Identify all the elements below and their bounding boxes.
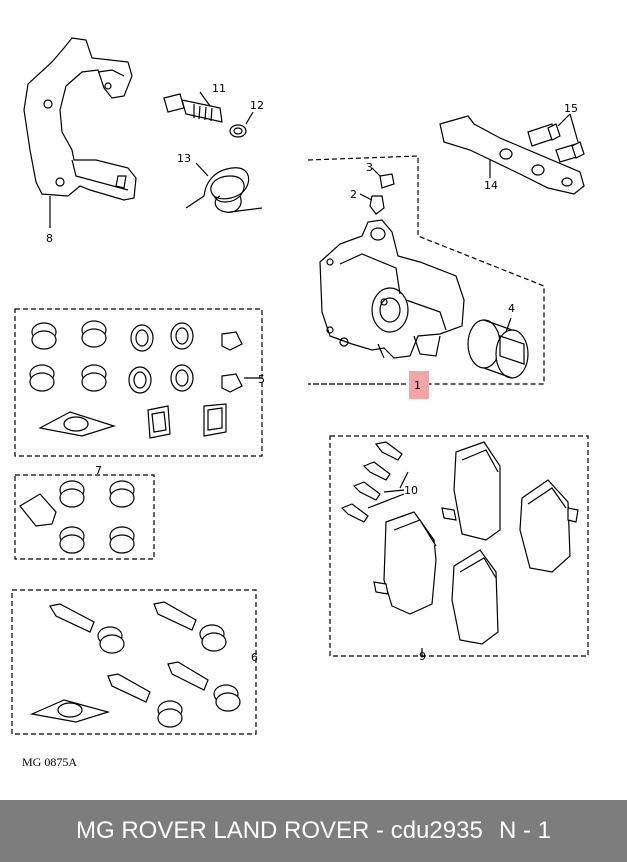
guide-pin-kit-group-box	[11, 589, 257, 735]
brake-pad-center-bottom	[451, 549, 499, 645]
callout-labels: 1 2 3 4 5 6 7 8 9 10 11 12 13 14 15 MG 0…	[22, 82, 578, 769]
callout-9: 9	[419, 650, 426, 663]
callout-3: 3	[366, 161, 373, 174]
parts-diagram: 1 2 3 4 5 6 7 8 9 10 11 12 13 14 15 MG 0…	[11, 37, 589, 769]
callout-7: 7	[95, 464, 102, 477]
callout-6: 6	[251, 651, 258, 664]
bleed-cap-part-3	[371, 167, 395, 189]
caliper-group-outline	[307, 155, 545, 385]
callout-8: 8	[46, 232, 53, 245]
carrier-bracket-part	[23, 37, 137, 228]
callout-12: 12	[250, 99, 264, 112]
bolts-part-15	[527, 113, 585, 163]
callout-13: 13	[177, 152, 191, 165]
brake-pad-right	[519, 479, 579, 573]
callout-14: 14	[484, 179, 498, 192]
footer-title: MG ROVER LAND ROVER - cdu2935	[76, 817, 483, 844]
callout-15: 15	[564, 102, 578, 115]
spring-part-13	[185, 162, 263, 213]
callout-1: 1	[414, 379, 421, 392]
guide-pin-kit-parts	[29, 601, 241, 728]
brake-pad-left	[373, 511, 437, 615]
mounting-plate-part-14	[439, 115, 585, 195]
callout-5: 5	[258, 373, 265, 386]
callout-4: 4	[508, 302, 515, 315]
callout-1-highlight	[409, 371, 429, 399]
boot-kit-parts	[19, 480, 135, 554]
brake-pads-group-outline	[329, 435, 589, 657]
piston-part-4	[467, 317, 529, 379]
callout-10: 10	[404, 484, 418, 497]
pad-bolts-part-10	[340, 441, 409, 523]
callout-11: 11	[212, 82, 226, 95]
footer-bar: MG ROVER LAND ROVER - cdu2935 N - 1	[0, 800, 627, 862]
washer-part-12	[229, 111, 254, 138]
callout-2: 2	[350, 188, 357, 201]
seal-kit-parts	[29, 320, 243, 439]
boot-kit-group-box	[14, 474, 155, 560]
footer-page-number: N - 1	[499, 817, 552, 844]
bleed-screw-part-2	[359, 193, 385, 215]
drawing-reference: MG 0875A	[22, 755, 77, 769]
brake-pad-center-top	[441, 441, 501, 541]
seal-kit-group-box	[14, 308, 263, 457]
caliper-body	[319, 219, 465, 359]
bolt-part-11	[163, 91, 223, 123]
